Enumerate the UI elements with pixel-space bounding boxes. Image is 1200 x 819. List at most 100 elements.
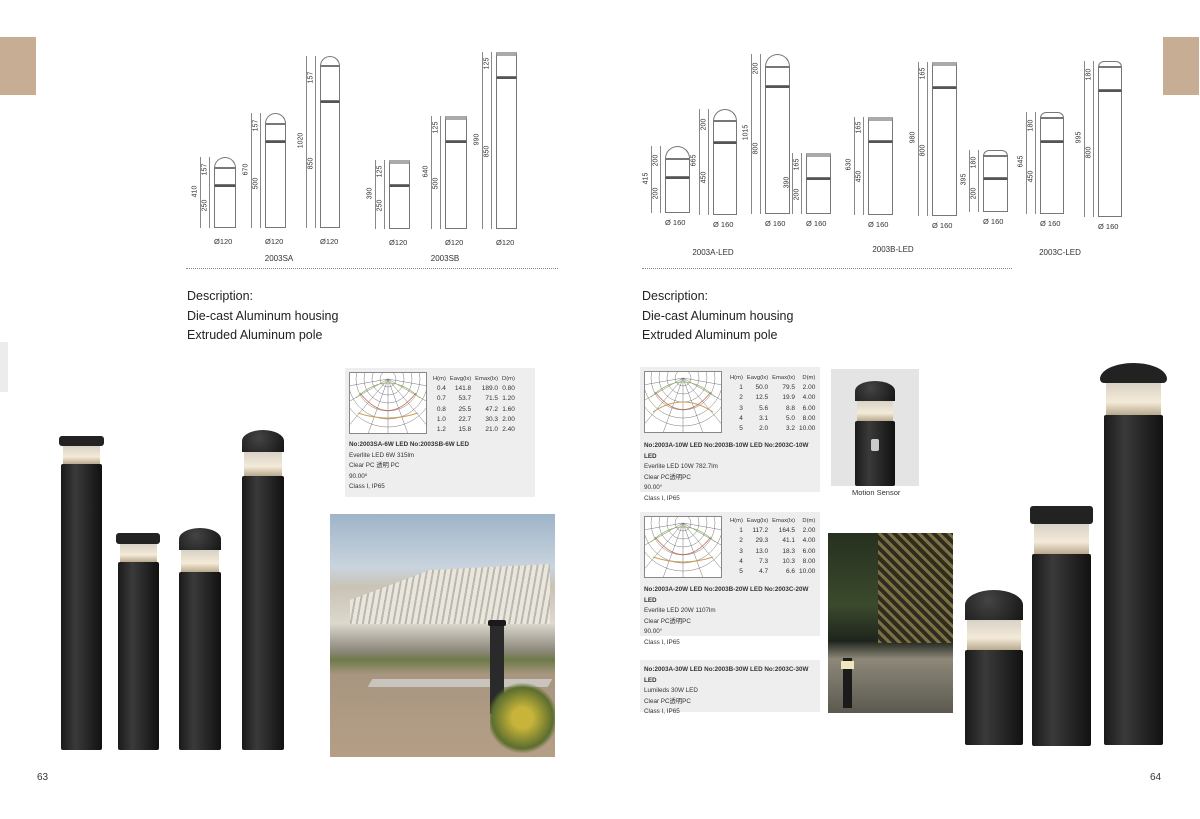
table-cell: 3.2 bbox=[785, 425, 796, 433]
spec-line: Class I, IP65 bbox=[644, 494, 680, 502]
description-heading: Description: bbox=[642, 289, 708, 303]
fixture-pole bbox=[320, 101, 340, 228]
product-photo-bollards-right bbox=[955, 360, 1170, 755]
table-cell: 12.5 bbox=[755, 394, 769, 402]
dimension-line-total bbox=[200, 157, 201, 228]
dimension-head-height: 157 bbox=[307, 71, 315, 83]
table-cell: 30.3 bbox=[485, 415, 499, 423]
table-cell: 3.1 bbox=[759, 414, 769, 422]
dimension-line-total bbox=[1026, 112, 1027, 214]
dimension-total-height: 395 bbox=[960, 173, 968, 186]
fixture-pole bbox=[932, 87, 957, 216]
fixture-head bbox=[932, 62, 957, 87]
table-cell: 1.2 bbox=[436, 426, 446, 434]
table-cell: 10.00 bbox=[799, 568, 816, 576]
table-header: Eavg(lx) bbox=[746, 518, 769, 524]
dimension-line-total bbox=[251, 113, 252, 228]
fixture-lens bbox=[320, 66, 340, 101]
fixture-lens bbox=[713, 121, 737, 142]
dimension-line-total bbox=[918, 62, 919, 216]
dimension-pole-height: 800 bbox=[1085, 146, 1093, 158]
fixture-pole bbox=[265, 141, 286, 228]
spec-line: Everlite LED 10W 782.7lm bbox=[644, 463, 718, 470]
table-cell: 0.80 bbox=[502, 385, 515, 393]
dimension-line-parts bbox=[260, 113, 261, 228]
divider-left bbox=[186, 268, 558, 269]
page-number-left: 63 bbox=[37, 772, 49, 783]
dimension-diameter: Ø120 bbox=[445, 238, 464, 247]
dimension-line-parts bbox=[660, 146, 661, 213]
dimension-pole-height: 200 bbox=[652, 187, 660, 200]
dimension-line-parts bbox=[708, 109, 709, 215]
dimension-total-height: 640 bbox=[422, 165, 430, 177]
fixture-pole bbox=[1040, 141, 1064, 214]
spec-line: 90.00° bbox=[644, 484, 663, 491]
spec-line: Everlite LED 20W 1107lm bbox=[644, 607, 716, 614]
dimension-head-height: 157 bbox=[201, 163, 209, 176]
fixture-head bbox=[445, 116, 467, 141]
dimension-diameter: Ø 160 bbox=[665, 218, 686, 227]
dimension-pole-height: 200 bbox=[970, 187, 978, 200]
fixture-lens bbox=[1098, 67, 1122, 90]
dimension-total-height: 645 bbox=[1017, 155, 1025, 168]
dimension-diameter: Ø 160 bbox=[932, 221, 953, 230]
fixture-pole bbox=[765, 86, 790, 214]
table-cell: 53.7 bbox=[458, 395, 472, 403]
table-cell: 47.2 bbox=[485, 405, 499, 413]
dimension-diameter: Ø120 bbox=[214, 237, 233, 246]
spec-line: Class I, IP65 bbox=[644, 638, 680, 646]
spec-line: Clear PC透明PC bbox=[644, 617, 691, 625]
table-cell: 18.3 bbox=[782, 547, 796, 555]
dimension-total-height: 1015 bbox=[742, 124, 750, 141]
table-cell: 0.8 bbox=[436, 405, 446, 413]
dimension-line-total bbox=[306, 56, 307, 228]
table-header: Emax(lx) bbox=[772, 518, 796, 524]
table-cell: 4.00 bbox=[802, 394, 816, 402]
dimension-pole-height: 450 bbox=[855, 170, 863, 183]
table-cell: 7.3 bbox=[759, 557, 769, 565]
dimension-line-parts bbox=[760, 54, 761, 214]
dimension-diameter: Ø120 bbox=[389, 238, 408, 247]
dimension-line-total bbox=[431, 116, 432, 229]
fixture-lens bbox=[765, 66, 790, 86]
fixture-pole bbox=[445, 141, 467, 229]
dimension-total-height: 665 bbox=[690, 154, 698, 167]
divider-right bbox=[642, 268, 1012, 269]
dimension-line-total bbox=[969, 150, 970, 212]
table-header: Emax(lx) bbox=[772, 375, 796, 381]
dimension-diameter: Ø 160 bbox=[1098, 222, 1119, 231]
dimension-diameter: Ø 160 bbox=[1040, 219, 1061, 228]
dimension-line-parts bbox=[1035, 112, 1036, 214]
dimension-line-parts bbox=[863, 117, 864, 215]
spec-line: Class I, IP65 bbox=[349, 483, 385, 490]
table-cell: 2.00 bbox=[802, 384, 816, 392]
dimension-diameter: Ø 160 bbox=[806, 219, 827, 228]
dimension-head-height: 125 bbox=[483, 57, 491, 69]
dimension-line-total bbox=[482, 52, 483, 229]
fixture-head bbox=[389, 160, 410, 185]
table-cell: 2.00 bbox=[502, 415, 515, 423]
table-header: H(m) bbox=[433, 376, 446, 382]
fixture-dome bbox=[265, 113, 286, 124]
dimension-diameter: Ø 160 bbox=[868, 220, 889, 229]
table-cell: 2.0 bbox=[759, 425, 769, 433]
dimension-line-parts bbox=[315, 56, 316, 228]
spec-box-30w: No:2003A-30W LED No:2003B-30W LED No:200… bbox=[640, 660, 820, 715]
dimension-line-parts bbox=[801, 153, 802, 214]
table-cell: 8.00 bbox=[802, 557, 816, 565]
side-marker bbox=[0, 342, 8, 392]
table-cell: 2.40 bbox=[502, 426, 515, 434]
dimension-diameter: Ø120 bbox=[320, 237, 339, 246]
dimension-line-parts bbox=[927, 62, 928, 216]
dimension-diameter: Ø 160 bbox=[713, 220, 734, 229]
dimension-line-total bbox=[792, 153, 793, 214]
group-label-2003a-led: 2003A-LED bbox=[692, 248, 734, 257]
table-cell: 117.2 bbox=[752, 527, 769, 535]
